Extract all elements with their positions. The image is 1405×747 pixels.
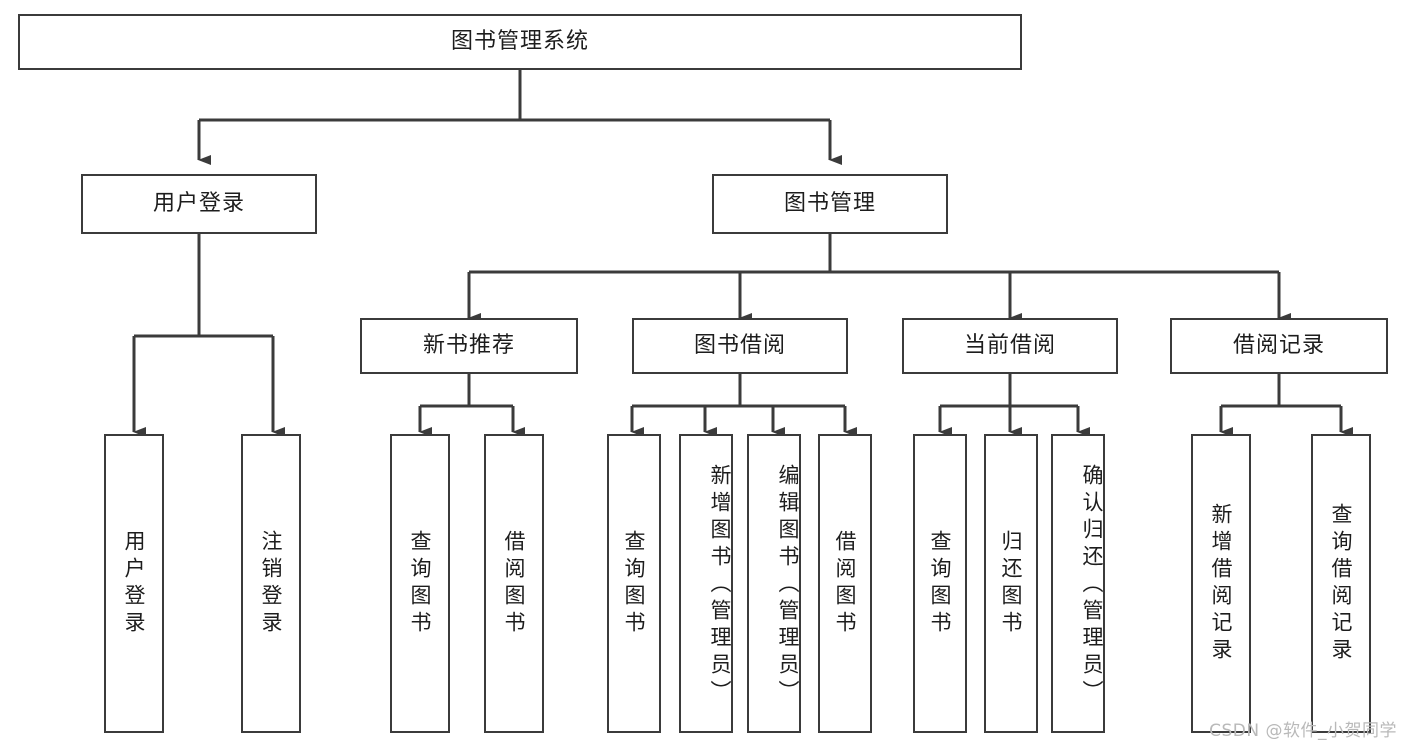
node-user-login-label: 用户登录 — [152, 190, 245, 216]
csdn-watermark: CSDN @软件_小贺同学 — [1209, 721, 1397, 741]
node-current-borrow[interactable]: 当前借阅 — [902, 318, 1118, 374]
node-new-book-recommend[interactable]: 新书推荐 — [360, 318, 578, 374]
leaf-add-book[interactable]: 新增图书（管理员） — [679, 434, 733, 733]
node-current-borrow-label: 当前借阅 — [963, 332, 1056, 358]
leaf-user-login[interactable]: 用户登录 — [104, 434, 164, 733]
leaf-user-logout[interactable]: 注销登录 — [241, 434, 301, 733]
leaf-borrow-book-2[interactable]: 借阅图书 — [818, 434, 872, 733]
node-book-manage-label: 图书管理 — [783, 190, 876, 216]
node-root-label: 图书管理系统 — [450, 28, 589, 54]
leaf-user-login-label: 用户登录 — [122, 529, 147, 638]
leaf-add-record-label: 新增借阅记录 — [1209, 502, 1234, 665]
node-new-book-recommend-label: 新书推荐 — [422, 332, 515, 358]
leaf-query-book-2[interactable]: 查询图书 — [607, 434, 661, 733]
leaf-return-book[interactable]: 归还图书 — [984, 434, 1038, 733]
leaf-query-record-label: 查询借阅记录 — [1329, 502, 1354, 665]
leaf-confirm-return[interactable]: 确认归还（管理员） — [1051, 434, 1105, 733]
node-borrow-record[interactable]: 借阅记录 — [1170, 318, 1388, 374]
node-borrow-record-label: 借阅记录 — [1232, 332, 1325, 358]
node-user-login[interactable]: 用户登录 — [81, 174, 317, 234]
leaf-query-book-1-label: 查询图书 — [408, 529, 433, 638]
leaf-return-book-label: 归还图书 — [999, 529, 1024, 638]
leaf-edit-book[interactable]: 编辑图书（管理员） — [747, 434, 801, 733]
node-book-manage[interactable]: 图书管理 — [712, 174, 948, 234]
leaf-borrow-book-1-label: 借阅图书 — [502, 529, 527, 638]
leaf-edit-book-label: 编辑图书（管理员） — [776, 464, 800, 707]
leaf-query-book-2-label: 查询图书 — [622, 529, 647, 638]
leaf-query-book-3-label: 查询图书 — [928, 529, 953, 638]
leaf-user-logout-label: 注销登录 — [259, 529, 284, 638]
leaf-add-record[interactable]: 新增借阅记录 — [1191, 434, 1251, 733]
leaf-add-book-label: 新增图书（管理员） — [708, 464, 732, 707]
leaf-confirm-return-label: 确认归还（管理员） — [1080, 464, 1104, 707]
leaf-query-record[interactable]: 查询借阅记录 — [1311, 434, 1371, 733]
leaf-borrow-book-1[interactable]: 借阅图书 — [484, 434, 544, 733]
leaf-query-book-1[interactable]: 查询图书 — [390, 434, 450, 733]
leaf-borrow-book-2-label: 借阅图书 — [833, 529, 858, 638]
node-book-borrow-label: 图书借阅 — [693, 332, 786, 358]
node-book-borrow[interactable]: 图书借阅 — [632, 318, 848, 374]
node-root[interactable]: 图书管理系统 — [18, 14, 1022, 70]
leaf-query-book-3[interactable]: 查询图书 — [913, 434, 967, 733]
